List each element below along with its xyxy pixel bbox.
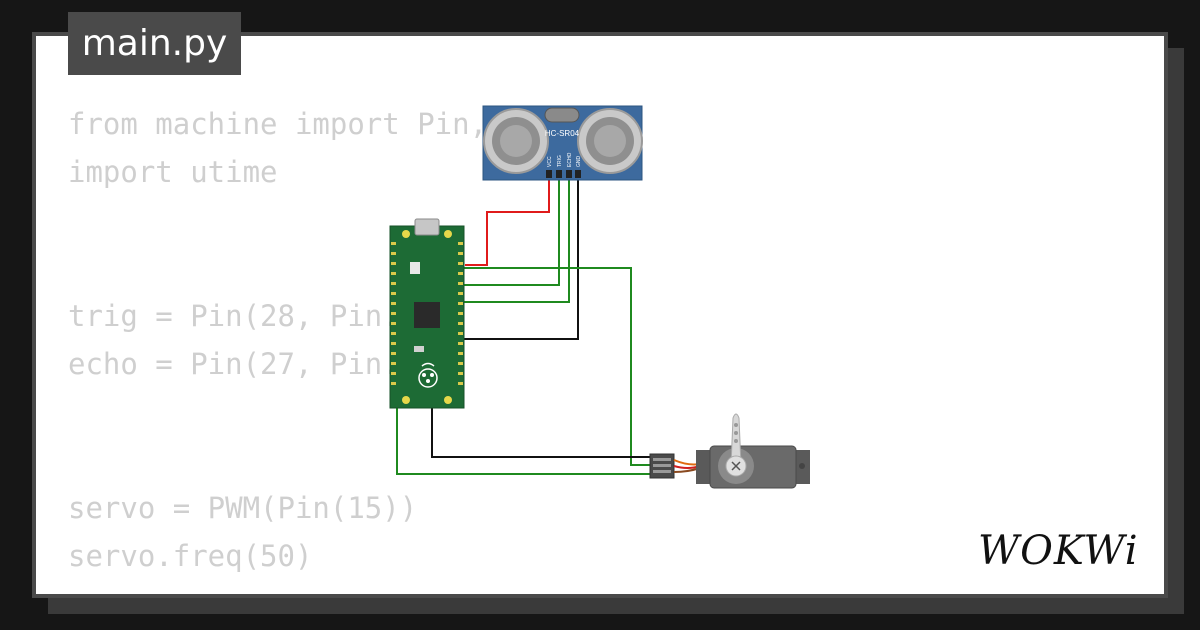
wire-servo-gnd[interactable] <box>431 384 651 458</box>
wire-gnd[interactable] <box>458 176 579 340</box>
code-line: servo = PWM(Pin(15)) <box>68 491 418 525</box>
wire-trig[interactable] <box>458 176 560 286</box>
sensor-pin-label: TRIG <box>557 155 563 167</box>
sensor-pin-label: VCC <box>547 156 553 167</box>
code-line: servo.freq(50) <box>68 539 313 573</box>
raspberry-logo-icon <box>418 362 438 388</box>
ultrasonic-sensor[interactable]: HC-SR04 VCC TRIG ECHO GND <box>482 105 643 181</box>
filename-tab[interactable]: main.py <box>68 12 241 75</box>
code-line: import utime <box>68 155 278 189</box>
wire-vcc[interactable] <box>465 176 550 266</box>
sensor-pin-label: GND <box>576 156 582 168</box>
servo-motor[interactable] <box>649 413 810 489</box>
wire-echo[interactable] <box>458 176 570 303</box>
sensor-model-label: HC-SR04 <box>545 129 580 138</box>
screw-icon <box>731 461 741 471</box>
pico-board[interactable] <box>389 218 465 409</box>
wokwi-logo: WOKWi <box>978 528 1139 574</box>
wire-servo-signal[interactable] <box>458 267 651 466</box>
wire-servo-vcc[interactable] <box>396 408 651 475</box>
sensor-pin-label: ECHO <box>567 152 573 167</box>
